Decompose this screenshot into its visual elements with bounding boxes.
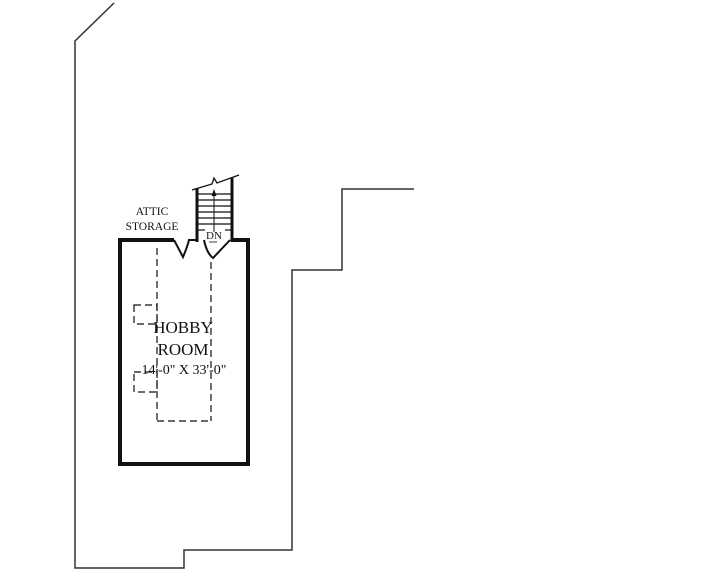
- stair-break-line: [191, 174, 240, 191]
- attic-notch: [173, 239, 196, 260]
- attic-label-line1: ATTIC: [136, 206, 169, 218]
- room-name-line2: ROOM: [157, 340, 208, 359]
- room-dimensions: 14'-0" X 33'-0": [142, 363, 227, 378]
- building-outline: [74, 2, 414, 569]
- stair-landing: [203, 239, 231, 260]
- attic-label-line2: STORAGE: [126, 221, 179, 233]
- room-name-line1: HOBBY: [153, 318, 213, 337]
- hobby-room-walls: [118, 238, 250, 466]
- stair-arrow-head-icon: [211, 189, 217, 196]
- stair-down-label: DN: [206, 230, 222, 242]
- dashed-overhead-lines: [133, 248, 212, 422]
